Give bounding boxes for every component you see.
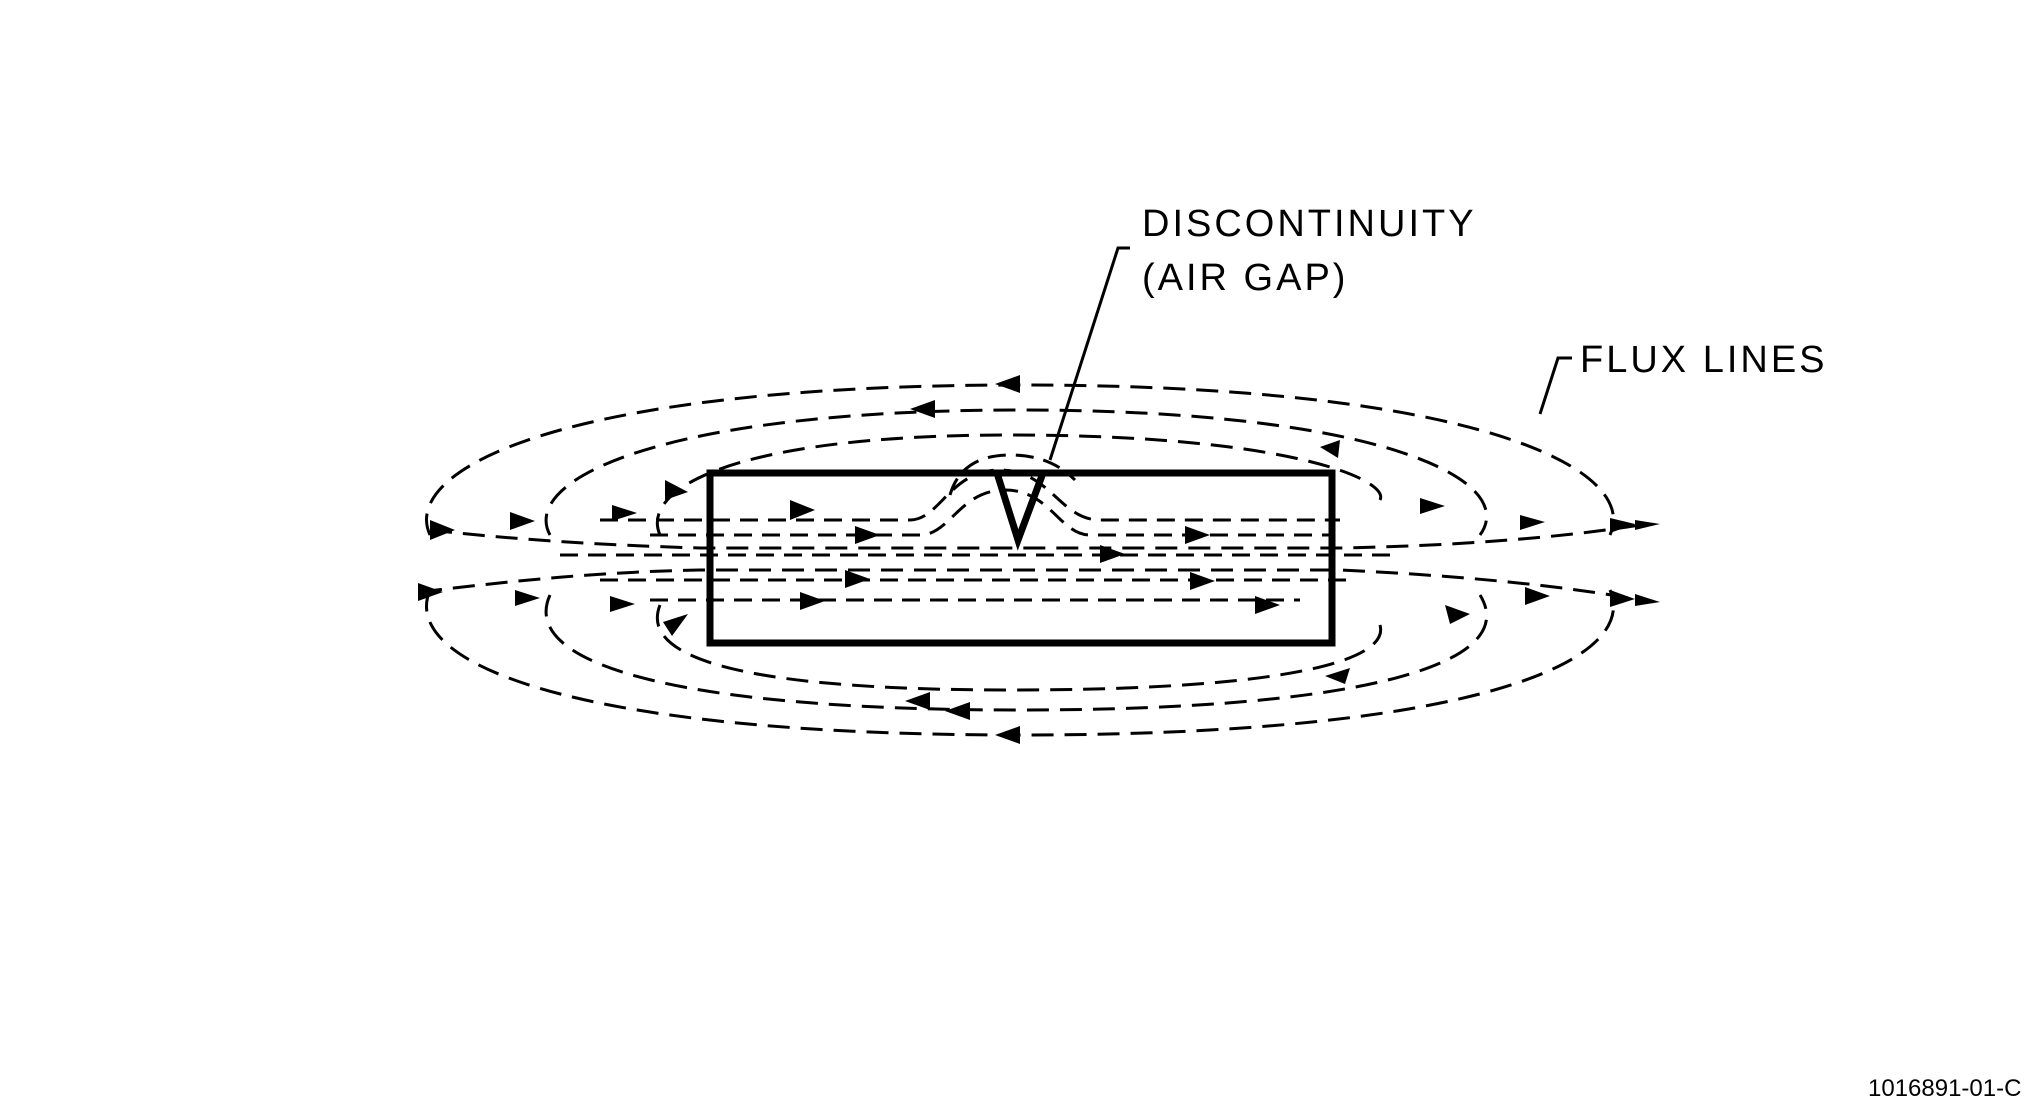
- flux-inside-upper-2: [650, 488, 1330, 537]
- flux-loop-bottom-1: [425, 589, 1615, 737]
- air-gap-label: (AIR GAP): [1142, 257, 1348, 299]
- arrow-22: [1610, 590, 1635, 607]
- flux-lines-leader: [1538, 356, 1572, 415]
- flux-loop-bottom-3: [655, 604, 1383, 692]
- arrow-11: [845, 570, 870, 588]
- test-bar: [706, 469, 1336, 647]
- flux-inside-upper: [600, 468, 1340, 522]
- flux-loop-top-2: [544, 408, 1489, 536]
- arrow-17: [1420, 498, 1445, 514]
- flux-through-1: [429, 523, 1641, 550]
- discontinuity-leader: [1048, 246, 1130, 461]
- flow-arrows: [418, 375, 1660, 744]
- arrow-18: [1445, 605, 1470, 624]
- arrow-21: [1610, 518, 1635, 533]
- arrow-return-3: [1320, 440, 1340, 458]
- arrow-1: [430, 520, 455, 540]
- arrow-13: [1100, 545, 1125, 563]
- arrow-return-2: [910, 400, 935, 418]
- arrow-6: [610, 596, 635, 612]
- arrow-5: [612, 505, 637, 521]
- arrow-20: [1525, 587, 1550, 605]
- flux-loop-bottom-2: [544, 594, 1489, 712]
- arrow-return-4: [1325, 668, 1350, 684]
- discontinuity-notch: [993, 471, 1047, 551]
- flux-lines-label: FLUX LINES: [1580, 339, 1828, 381]
- arrow-14: [1185, 526, 1210, 544]
- discontinuity-label: DISCONTINUITY: [1142, 203, 1477, 245]
- arrow-4: [515, 590, 540, 606]
- arrow-9: [790, 500, 815, 520]
- arrow-7: [665, 480, 688, 500]
- arrow-return-6: [945, 702, 970, 720]
- flux-over-notch: [948, 453, 1077, 496]
- arrow-15: [1190, 572, 1215, 590]
- outer-flux-loops: [425, 383, 1615, 737]
- arrow-24: [1635, 594, 1660, 606]
- arrow-19: [1520, 515, 1545, 530]
- arrow-return-1: [995, 375, 1020, 393]
- arrow-16: [1255, 596, 1280, 614]
- flux-through-2: [419, 568, 1641, 602]
- figure-id: 1016891-01-C: [1868, 1075, 2021, 1102]
- arrow-return-5: [905, 692, 930, 710]
- arrow-23: [1635, 520, 1660, 530]
- arrow-return-7: [995, 726, 1020, 744]
- arrow-3: [510, 512, 535, 530]
- arrow-12: [800, 592, 825, 610]
- arrow-8: [663, 614, 688, 636]
- flux-loop-top-1: [425, 383, 1615, 536]
- arrow-10: [855, 526, 880, 544]
- arrow-2: [418, 583, 443, 601]
